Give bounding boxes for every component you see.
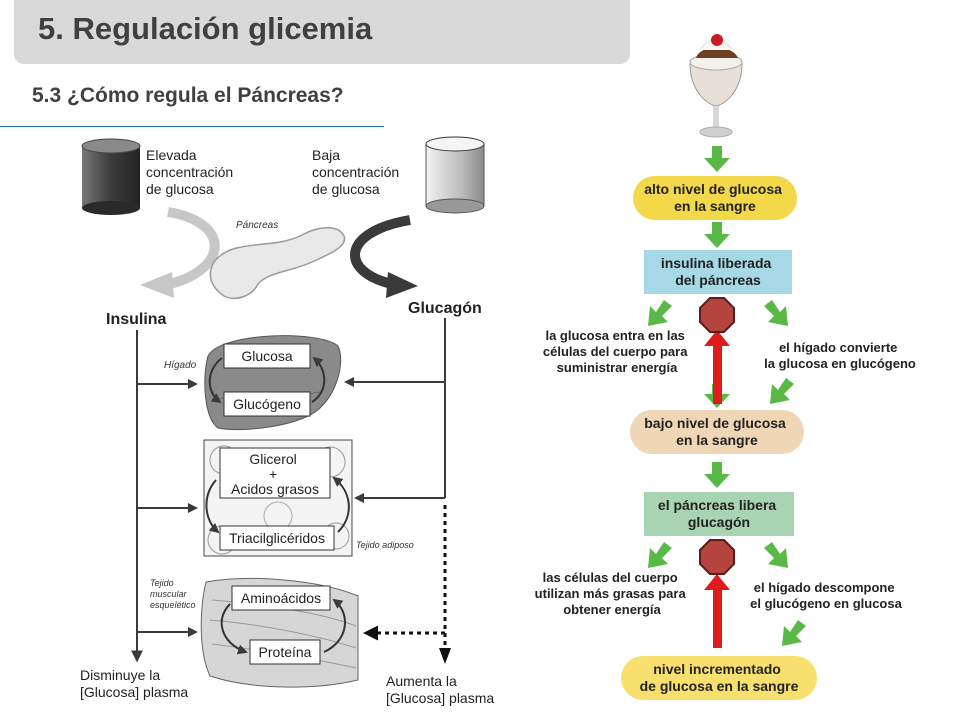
high-glucose-label: Elevada concentración de glucosa	[146, 147, 237, 197]
glucagon-released-box-text: el páncreas libera glucagón	[658, 497, 780, 530]
title-bar: 5. Regulación glicemia	[14, 0, 630, 64]
insulina-label: Insulina	[106, 311, 167, 328]
proteina-box	[249, 639, 321, 665]
liver-cycle-left-arrow	[208, 357, 223, 404]
glucagon-pathway-lines	[344, 318, 446, 503]
aminoacidos-box	[231, 585, 331, 611]
low-glucose-cylinder	[425, 136, 485, 214]
low-glucose-label: Baja concentración de glucosa	[312, 147, 403, 197]
adipose-label: Tejido adiposo	[356, 540, 414, 550]
pancreas-shape	[209, 227, 346, 300]
high-glucose-pill	[633, 176, 797, 220]
glucogeno-box	[223, 391, 311, 417]
triacilgliceridos-box-text: Triacilglicéridos	[229, 530, 325, 546]
left-diagram: Elevada concentración de glucosa Baja co…	[80, 136, 494, 706]
fat-cycle-left-arrow	[205, 479, 220, 534]
red-feedback-arrows	[704, 330, 730, 648]
increase-label: Aumenta la [Glucosa] plasma	[386, 673, 494, 706]
ice-cream-sundae-image	[689, 34, 743, 138]
increase-arrowhead	[439, 648, 451, 664]
insulin-pathway-lines	[131, 330, 198, 663]
insulin-arrowhead	[140, 272, 174, 298]
liver-cycle-right-arrow	[311, 356, 326, 403]
muscle-cycle-left-arrow	[220, 603, 248, 655]
liver-label: Hígado	[164, 360, 197, 371]
muscle-cycle-right-arrow	[323, 598, 346, 653]
cells-use-fat-text: las células del cuerpo utilizan más gras…	[535, 570, 690, 617]
insulin-released-box-text: insulina liberada del páncreas	[661, 255, 775, 288]
low-glucose-pill	[630, 410, 804, 454]
high-glucose-pill-text: alto nivel de glucosa en la sangre	[644, 181, 786, 214]
increased-glucose-pill-text: nivel incrementado de glucosa en la sang…	[640, 661, 799, 694]
high-glucose-cylinder	[81, 138, 141, 215]
glucagon-released-box	[644, 492, 794, 536]
glucagon-arrowhead	[386, 272, 418, 298]
pancreas-label: Páncreas	[236, 220, 278, 231]
triacilgliceridos-box	[219, 525, 335, 551]
insulin-released-box	[644, 250, 792, 294]
subtitle-rule	[0, 126, 384, 127]
slide-title: 5. Regulación glicemia	[38, 11, 373, 46]
liver-breaks-down-text: el hígado descompone el glucógeno en glu…	[750, 580, 902, 611]
glucagon-label: Glucagón	[408, 300, 482, 317]
glucagon-dotted-lines	[363, 505, 447, 648]
insulin-curved-arrow	[167, 207, 220, 289]
proteina-box-text: Proteína	[259, 644, 312, 660]
glucosa-box-text: Glucosa	[241, 348, 293, 364]
slide-subtitle: 5.3 ¿Cómo regula el Páncreas?	[32, 84, 344, 107]
aminoacidos-box-text: Aminoácidos	[241, 590, 321, 606]
glucagon-curved-arrow	[350, 215, 411, 289]
increased-glucose-pill	[621, 656, 817, 700]
glicerol-box	[219, 447, 331, 499]
glucose-enters-cells-text: la glucosa entra en las células del cuer…	[543, 328, 691, 375]
decrease-label: Disminuye la [Glucosa] plasma	[80, 667, 188, 700]
muscle-label: Tejido muscular esquelético	[150, 578, 196, 610]
fat-cycle-right-arrow	[332, 476, 350, 533]
stop-sign-lower	[699, 539, 735, 575]
glicerol-box-text: Glicerol + Acidos grasos	[231, 451, 319, 497]
glucosa-box	[223, 343, 311, 369]
low-glucose-pill-text: bajo nivel de glucosa en la sangre	[644, 415, 789, 448]
right-diagram: alto nivel de glucosa en la sangre insul…	[535, 34, 916, 700]
stop-sign-upper	[699, 297, 735, 333]
liver-converts-text: el hígado convierte la glucosa en glucóg…	[764, 340, 916, 371]
glucogeno-box-text: Glucógeno	[233, 396, 301, 412]
